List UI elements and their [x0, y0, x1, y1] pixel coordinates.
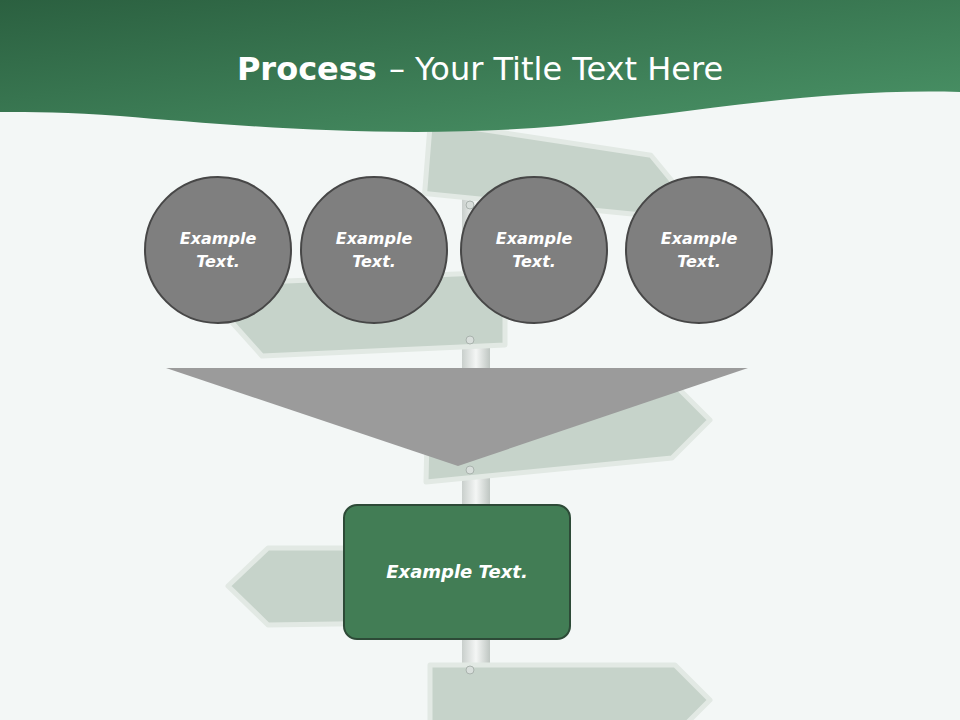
header-band [0, 0, 960, 132]
process-circle: Example Text. [460, 176, 608, 324]
title-subtext: – Your Title Text Here [389, 50, 723, 88]
funnel-triangle [166, 368, 748, 466]
process-circle: Example Text. [144, 176, 292, 324]
node-text: Example Text. [486, 227, 582, 273]
node-text: Example Text. [651, 227, 747, 273]
node-text: Example Text. [170, 227, 266, 273]
node-text: Example Text. [386, 559, 528, 585]
title-bar: Process – Your Title Text Here [0, 50, 960, 88]
process-circle: Example Text. [625, 176, 773, 324]
result-box: Example Text. [343, 504, 571, 640]
process-circle: Example Text. [300, 176, 448, 324]
node-text: Example Text. [326, 227, 422, 273]
slide-title: Process [237, 50, 377, 88]
